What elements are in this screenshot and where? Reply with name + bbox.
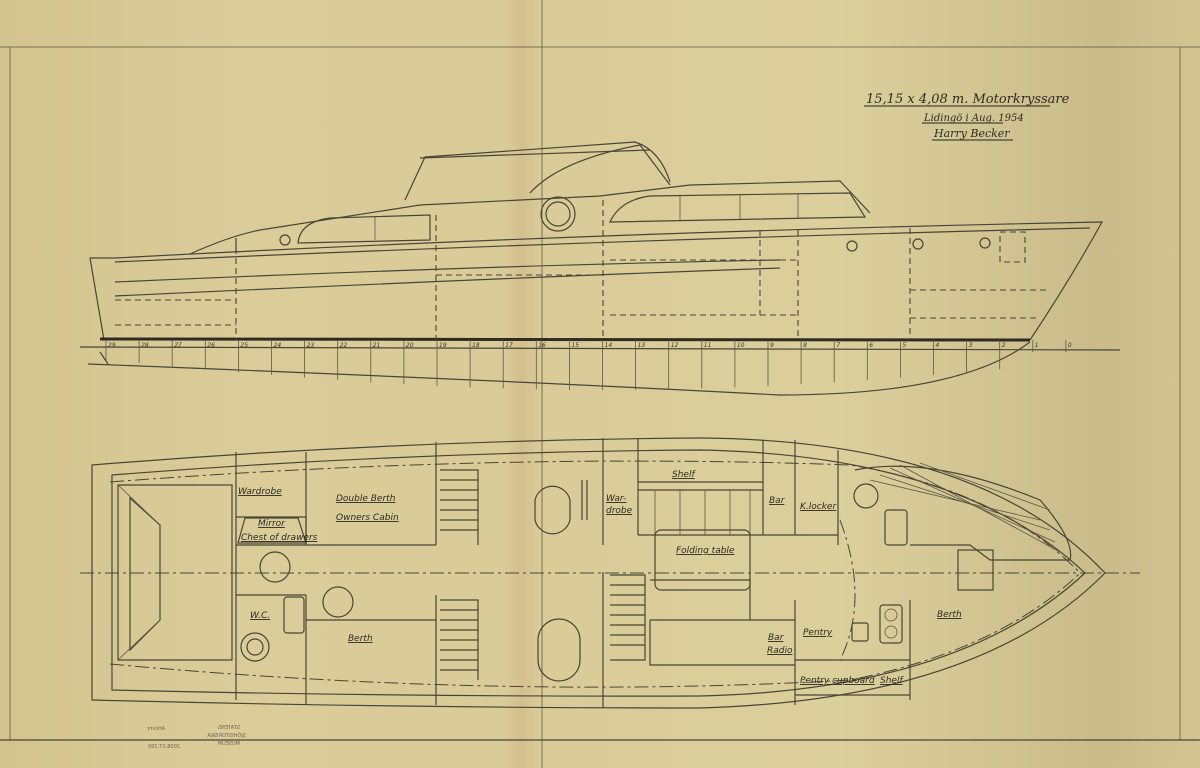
room-labels: Wardrobe Double Berth Owners Cabin Mirro… <box>238 470 962 686</box>
label-owners-cabin: Owners Cabin <box>336 513 399 523</box>
station-label: 16 <box>538 342 546 349</box>
station-label: 22 <box>340 342 348 349</box>
station-label: 4 <box>936 342 940 349</box>
label-mirror: Mirror <box>258 519 286 529</box>
plan-view <box>91 437 1106 709</box>
station-label: 13 <box>638 342 646 349</box>
label-double-berth: Double Berth <box>336 494 396 504</box>
label-wardrobe-mid-2: drobe <box>606 506 633 516</box>
title-block: 15,15 x 4,08 m. Motorkryssare Lidingö i … <box>864 92 1070 141</box>
station-label: 18 <box>472 342 480 349</box>
station-label: 1 <box>1035 342 1039 349</box>
station-label: 11 <box>704 342 712 349</box>
label-bar: Bar <box>769 496 786 506</box>
label-shelf-fwd: Shelf <box>880 676 904 686</box>
station-label: 17 <box>505 342 513 349</box>
museum-stamp: Arkivnr 2008:27:290 STATENS SJÖHISTORISK… <box>146 725 246 750</box>
label-wardrobe: Wardrobe <box>238 487 282 497</box>
stamp-museum-line-2: SJÖHISTORISKA <box>207 732 246 739</box>
label-berth-aft: Berth <box>348 634 373 644</box>
station-label: 14 <box>605 342 613 349</box>
station-label: 6 <box>869 342 873 349</box>
stamp-museum-line-1: STATENS <box>218 725 240 731</box>
station-label: 3 <box>969 342 973 349</box>
station-label: 8 <box>803 342 807 349</box>
place-date: Lidingö i Aug. 1954 <box>923 113 1024 124</box>
label-chest-of-drawers: Chest of drawers <box>241 533 318 543</box>
station-label: 28 <box>141 342 149 349</box>
station-label: 15 <box>571 342 579 349</box>
station-label: 7 <box>836 342 840 349</box>
station-label: 9 <box>770 342 774 349</box>
station-label: 24 <box>274 342 282 349</box>
drawing-title: 15,15 x 4,08 m. Motorkryssare <box>866 92 1070 107</box>
station-label: 26 <box>207 342 215 349</box>
label-k-locker: K.locker <box>800 502 837 512</box>
label-pentry-cupboard: Pentry cupboard <box>800 676 875 686</box>
stamp-museum-line-3: MUSEUM <box>218 741 240 747</box>
station-label: 5 <box>902 342 906 349</box>
station-label: 21 <box>373 342 381 349</box>
station-label: 12 <box>671 342 679 349</box>
station-label: 23 <box>307 342 315 349</box>
label-pentry: Pentry <box>803 628 833 638</box>
station-label: 25 <box>240 342 248 349</box>
station-label: 0 <box>1068 342 1072 349</box>
station-label: 2 <box>1002 342 1006 349</box>
station-label: 29 <box>108 342 116 349</box>
station-label: 10 <box>737 342 745 349</box>
stamp-archive-number: 2008:27:290 <box>148 744 180 750</box>
station-label: 19 <box>439 342 447 349</box>
label-folding-table: Folding table <box>676 546 735 556</box>
stamp-archive-label: Arkivnr <box>146 726 165 732</box>
label-berth-fwd: Berth <box>937 610 962 620</box>
station-label: 27 <box>174 342 182 349</box>
designer-signature: Harry Becker <box>933 127 1010 140</box>
label-wc: W.C. <box>250 611 270 621</box>
label-shelf-mid: Shelf <box>672 470 696 480</box>
label-bar-radio-1: Bar <box>768 633 785 643</box>
label-bar-radio-2: Radio <box>767 646 793 656</box>
label-wardrobe-mid-1: War- <box>606 494 626 504</box>
station-label: 20 <box>406 342 414 349</box>
